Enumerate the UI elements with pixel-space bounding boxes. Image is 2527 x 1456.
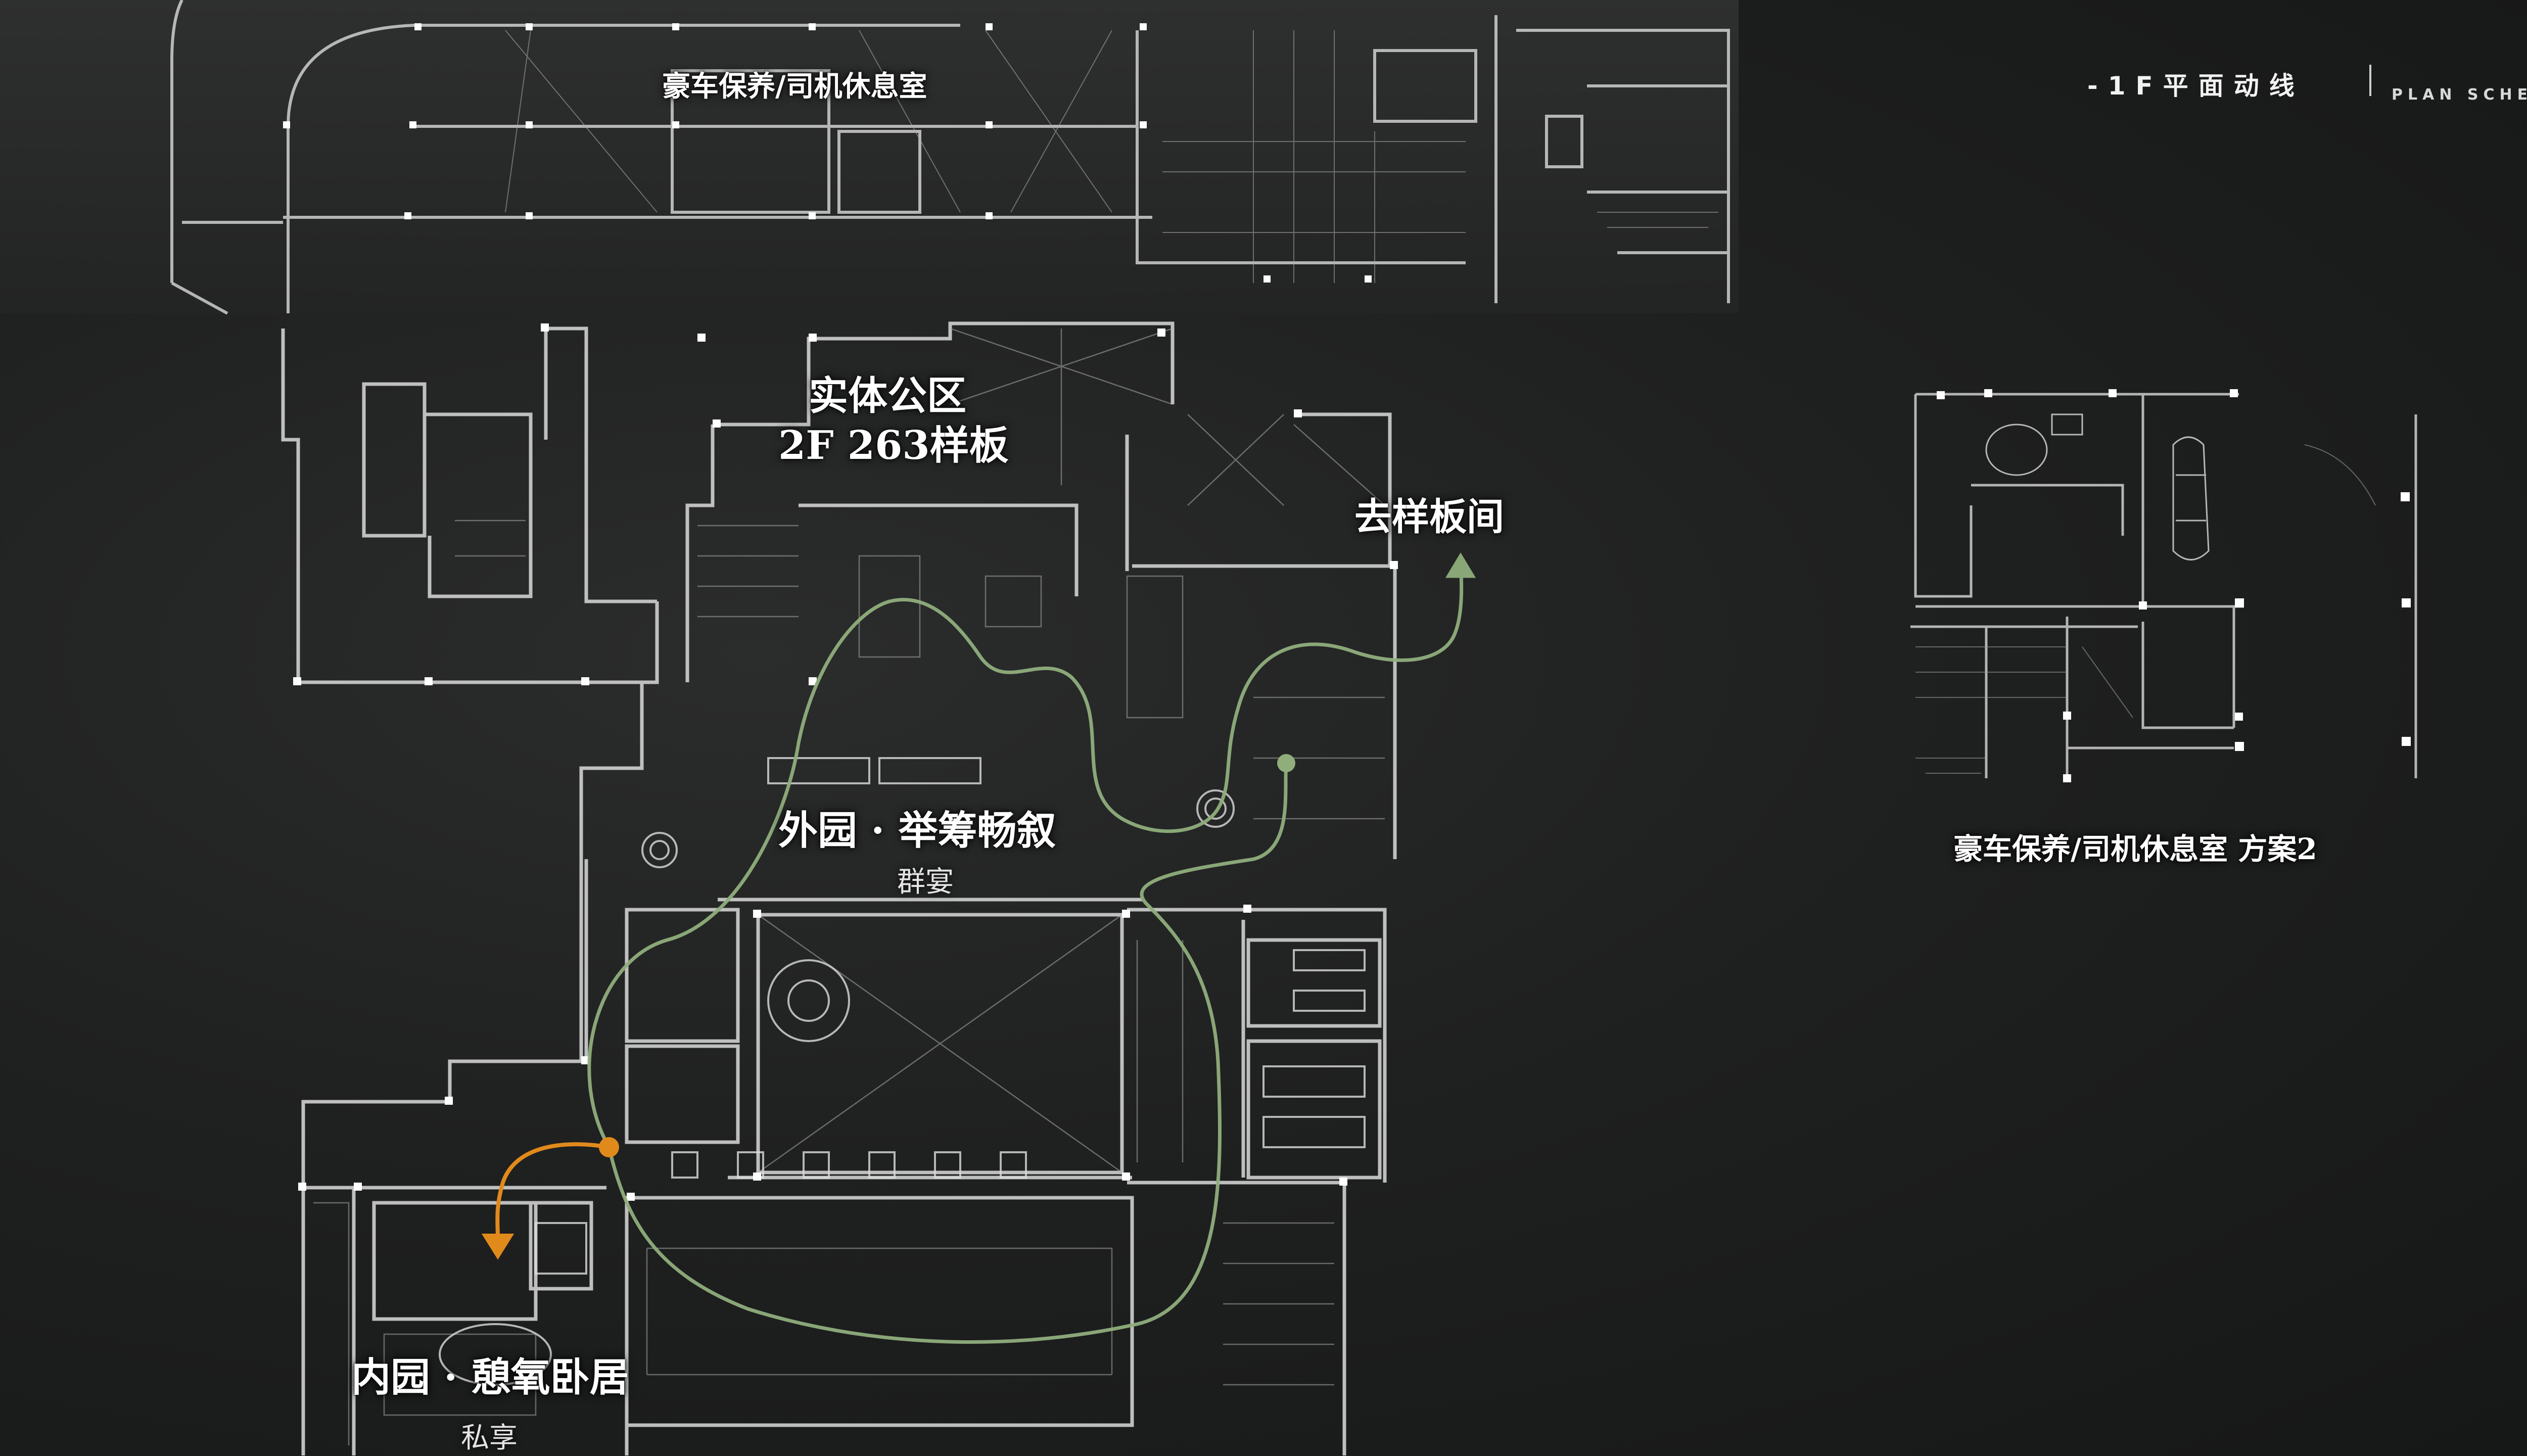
top-plan-columns xyxy=(283,23,1372,283)
outer-garden-sublabel: 群宴 xyxy=(897,866,954,899)
office-label-line2: 2F 263样板 xyxy=(778,422,1009,468)
page-title: -1F平面动线 xyxy=(2087,71,2305,101)
green-route-start-dot xyxy=(1277,754,1295,772)
option2-columns xyxy=(1937,389,2411,782)
title-divider xyxy=(2369,65,2371,96)
car-outline xyxy=(2172,436,2210,560)
main-plan-fixtures xyxy=(439,757,1366,1386)
main-plan-fine-lines xyxy=(313,327,1385,1445)
green-route-arrowhead xyxy=(1445,552,1476,578)
office-label-line1: 实体公区 xyxy=(809,373,967,419)
top-plan-fine-lines xyxy=(505,30,1718,283)
outer-garden-label: 外园 · 举筹畅叙 xyxy=(778,808,1056,854)
green-route-path-loop xyxy=(607,761,1288,1344)
option2-caption: 豪车保养/司机休息室 方案2 xyxy=(1953,832,2317,866)
inner-garden-sublabel: 私享 xyxy=(461,1422,518,1454)
option2-fixtures xyxy=(1985,413,2210,560)
top-plan-walls xyxy=(170,0,1730,315)
main-plan-walls xyxy=(281,321,1397,1455)
top-plan-strip xyxy=(0,0,1739,313)
page-subtitle: PLAN SCHEME xyxy=(2392,86,2527,104)
inner-garden-label: 内园 · 憩氧卧居 xyxy=(351,1354,629,1400)
garage-top-label: 豪车保养/司机休息室 xyxy=(662,70,927,103)
option2-plan-fine-lines xyxy=(1915,444,2376,774)
to-sample-room-label: 去样板间 xyxy=(1354,495,1504,539)
main-plan-columns xyxy=(293,323,1398,1201)
green-route-path-main xyxy=(587,559,1464,1149)
orange-route xyxy=(481,1142,611,1260)
orange-route-start-dot xyxy=(599,1137,619,1157)
orange-route-arrowhead xyxy=(481,1234,514,1260)
green-circulation-route xyxy=(587,552,1476,1344)
